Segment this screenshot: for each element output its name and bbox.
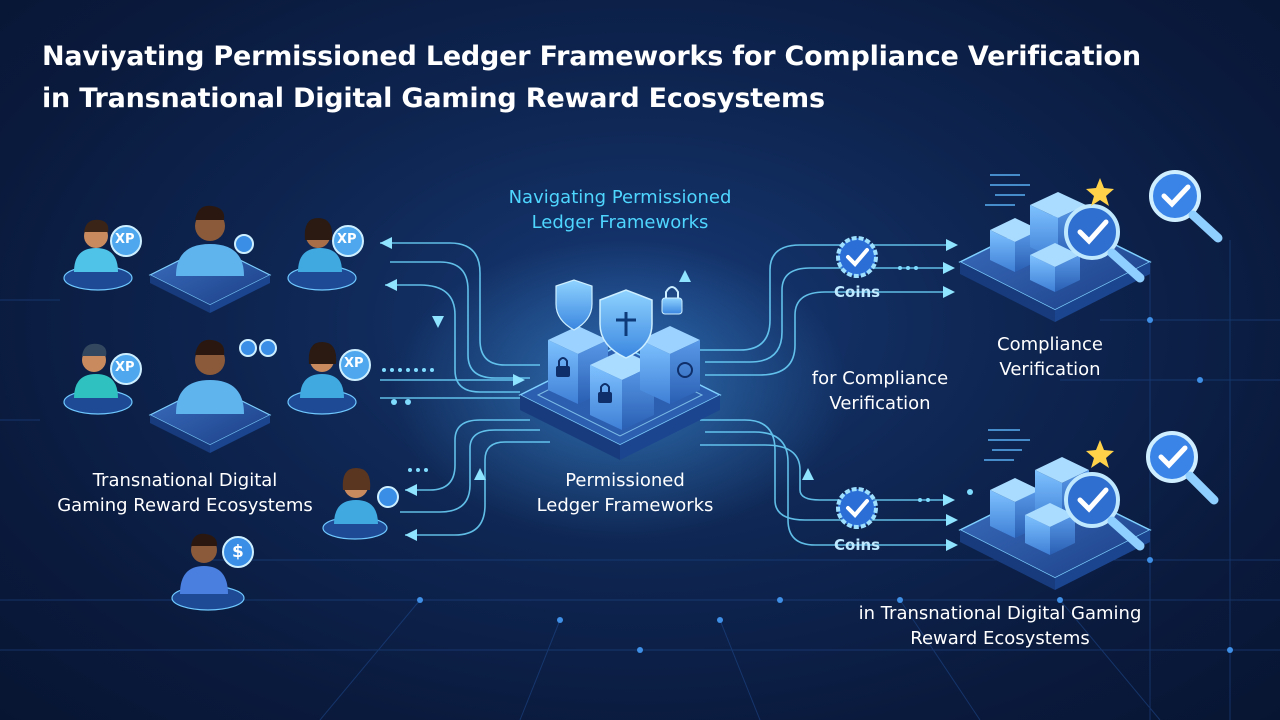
label-navigating-ledger: Navigating Permissioned Ledger Framework… [470, 185, 770, 235]
label-line: Gaming Reward Ecosystems [57, 495, 313, 516]
coins-label-top: Coins [834, 283, 881, 301]
dotted-flow-left [382, 368, 434, 472]
user-avatar-1 [74, 219, 118, 272]
magnifier-check-icon-far-top [1149, 170, 1223, 243]
flow-arrows-left [380, 237, 525, 541]
user-avatar-6 [300, 342, 344, 398]
star-icon-bottom [1086, 440, 1114, 468]
label-line: Navigating Permissioned [508, 187, 732, 208]
label-line: Ledger Frameworks [536, 495, 714, 516]
dotted-flow-right [898, 266, 973, 502]
coins-label-bottom: Coins [834, 536, 881, 554]
label-line: Transnational Digital [92, 470, 278, 491]
magnifier-check-icon-top [1064, 204, 1145, 283]
flow-lines-right [700, 244, 955, 546]
xp-token-icons [110, 225, 371, 385]
compliance-platform-bottom [958, 429, 1152, 590]
xp-badge-4: XP [344, 356, 364, 371]
label-for-compliance: for Compliance Verification [790, 366, 970, 416]
verified-badge-icon-top [836, 236, 878, 278]
magnifier-check-icon-bottom [1064, 472, 1145, 551]
dollar-coin-icon: $ [232, 542, 244, 562]
label-line: Verification [999, 359, 1101, 380]
user-avatar-5 [176, 339, 244, 414]
verified-badge-icon-bottom [836, 487, 878, 529]
shield-icon-left [555, 279, 593, 331]
grid-nodes [417, 317, 1233, 653]
label-line: in Transnational Digital Gaming [858, 603, 1142, 624]
user-avatar-2 [176, 205, 244, 276]
user-avatar-8 [180, 533, 228, 594]
label-permissioned-ledger: Permissioned Ledger Frameworks [500, 468, 750, 518]
label-line: Reward Ecosystems [910, 628, 1090, 649]
circuit-grid [0, 240, 1280, 720]
flow-lines-left [380, 242, 550, 536]
label-line: Verification [829, 393, 931, 414]
compliance-platform-top [958, 174, 1152, 322]
central-ledger-platform [518, 279, 722, 460]
label-in-transnational: in Transnational Digital Gaming Reward E… [830, 601, 1170, 651]
page-title: Naviyating Permissioned Ledger Framework… [42, 36, 1252, 120]
label-compliance-verification: Compliance Verification [970, 332, 1130, 382]
coin-icons [222, 234, 399, 568]
lock-icon-top-right [661, 286, 683, 315]
xp-badge-1: XP [115, 232, 135, 247]
flow-arrows-right [679, 239, 958, 551]
magnifier-check-icon-far-bottom [1146, 431, 1219, 505]
label-transnational-ecosystems: Transnational Digital Gaming Reward Ecos… [30, 468, 340, 518]
label-line: for Compliance [811, 368, 949, 389]
label-line: Ledger Frameworks [531, 212, 709, 233]
star-icon-top [1086, 178, 1114, 206]
xp-badge-3: XP [115, 360, 135, 375]
label-line: Permissioned [565, 470, 685, 491]
label-line: Compliance [997, 334, 1103, 355]
page-title-line-2: in Transnational Digital Gaming Reward E… [42, 83, 825, 114]
page-title-line-1: Naviyating Permissioned Ledger Framework… [42, 41, 1141, 72]
xp-badge-2: XP [337, 232, 357, 247]
user-avatar-3 [298, 218, 342, 272]
user-avatar-4 [74, 343, 118, 398]
user-avatar-7 [334, 468, 378, 524]
lock-cube-right [640, 326, 700, 404]
